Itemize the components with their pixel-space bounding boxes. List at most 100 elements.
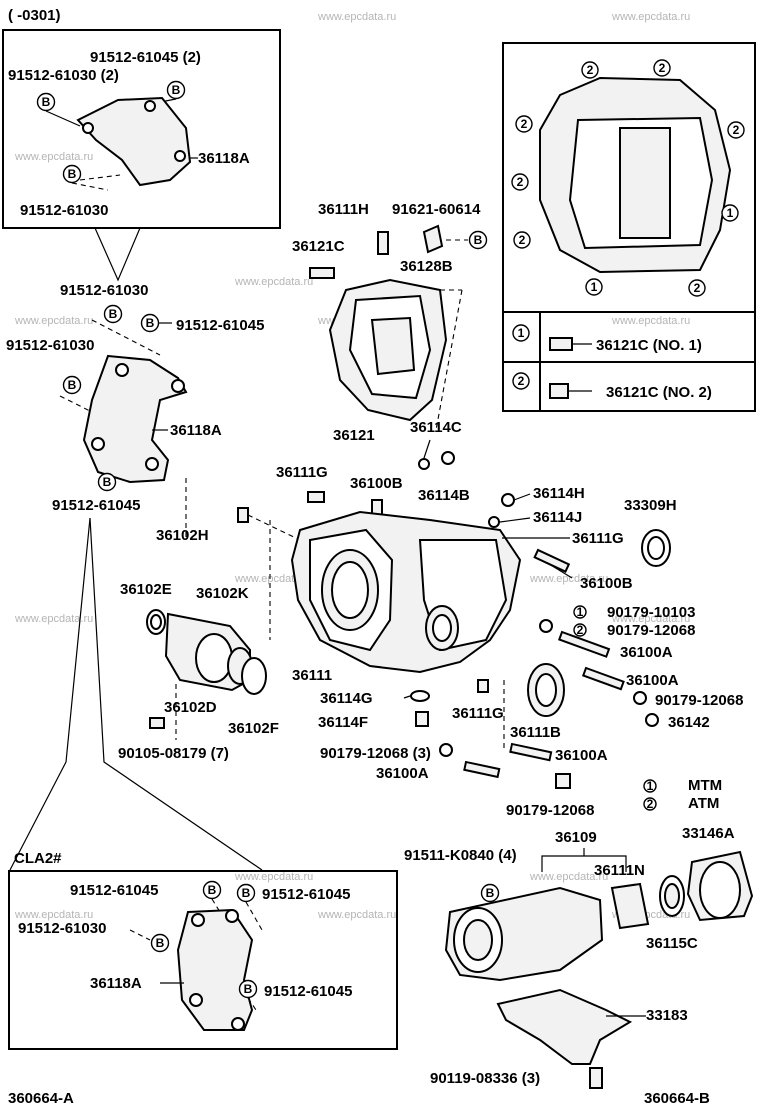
label-91512-61045: 91512-61045 [264, 983, 352, 1000]
svg-text:B: B [208, 883, 217, 897]
label-36100b: 36100B [350, 475, 403, 492]
svg-text:2: 2 [659, 61, 666, 75]
svg-text:B: B [156, 936, 165, 950]
note-mark-1: 1 [573, 605, 587, 619]
label-36142: 36142 [668, 714, 710, 731]
label-36102h: 36102H [156, 527, 209, 544]
inset-cla2-title: CLA2# [14, 850, 62, 867]
label-36121c-no1: 36121C (NO. 1) [596, 337, 702, 354]
svg-text:1: 1 [647, 779, 654, 793]
watermark: www.epcdata.ru [14, 909, 93, 921]
watermark: www.epcdata.ru [14, 613, 93, 625]
watermark: www.epcdata.ru [14, 151, 93, 163]
label-91512-61030: 91512-61030 [60, 282, 148, 299]
bracket-36118a-main-drawing [82, 354, 188, 484]
bracket-cla2-drawing [176, 908, 254, 1031]
label-33309h: 33309H [624, 497, 677, 514]
cover-bolt-mark: 2 [513, 231, 531, 249]
note-mtm: MTM [688, 777, 722, 794]
label-36114g: 36114G [320, 690, 373, 707]
watermark: www.epcdata.ru [611, 315, 690, 327]
label-91512-61045: 91512-61045 [70, 882, 158, 899]
footer-right-code: 360664-B [644, 1090, 710, 1107]
legend-row-1: 1 36121C (NO. 1) [512, 324, 702, 354]
marker-b: B [36, 92, 56, 112]
svg-text:1: 1 [577, 605, 584, 619]
label-91512-61045: 91512-61045 [52, 497, 140, 514]
extension-housing-36121: 36111H 91621-60614 B 36121C 36128B 36121… [292, 201, 488, 470]
svg-text:B: B [68, 167, 77, 181]
svg-text:2: 2 [517, 175, 524, 189]
svg-text:2: 2 [587, 63, 594, 77]
note-mark-2: 2 [573, 623, 587, 637]
label-91512-61045: 91512-61045 [176, 317, 264, 334]
bracket-main: 91512-61030 B B 91512-61045 91512-61030 … [6, 282, 264, 871]
note-mark-2: 2 [643, 797, 657, 811]
label-36100a: 36100A [376, 765, 429, 782]
svg-text:B: B [172, 83, 181, 97]
label-36114b: 36114B [418, 487, 470, 504]
svg-text:1: 1 [591, 280, 598, 294]
watermark: www.epcdata.ru [234, 871, 313, 883]
label-36100a: 36100A [555, 747, 608, 764]
label-90119-08336-3: 90119-08336 (3) [430, 1070, 540, 1087]
svg-text:B: B [103, 475, 112, 489]
watermark: www.epcdata.ru [529, 871, 608, 883]
label-90105-08179-7: 90105-08179 (7) [118, 745, 229, 762]
marker-b: B [62, 164, 82, 184]
cover-bolt-mark: 2 [653, 59, 671, 77]
label-90179-12068-3: 90179-12068 (3) [320, 745, 431, 762]
svg-text:B: B [242, 886, 251, 900]
label-91512-61045-2: 91512-61045 (2) [90, 49, 201, 66]
label-36111n: 36111N [594, 862, 645, 879]
svg-text:B: B [146, 316, 155, 330]
label-36121: 36121 [333, 427, 375, 444]
watermark: www.epcdata.ru [234, 276, 313, 288]
svg-text:2: 2 [694, 281, 701, 295]
marker-b: B [62, 375, 82, 395]
label-90179-12068: 90179-12068 [655, 692, 743, 709]
marker-b: B [238, 979, 258, 999]
svg-text:2: 2 [647, 797, 654, 811]
marker-b: B [202, 880, 222, 900]
label-90179-12068: 90179-12068 [607, 622, 695, 639]
label-90179-12068: 90179-12068 [506, 802, 594, 819]
cover-bolt-mark: 2 [688, 279, 706, 297]
note-atm: ATM [688, 795, 719, 812]
svg-text:B: B [474, 233, 483, 247]
extension-housing-36109: 36109 91511-K0840 (4) B 36111N 33146A 36… [404, 825, 754, 1089]
label-36102f: 36102F [228, 720, 279, 737]
inset-cover: 2 2 2 2 2 1 2 1 2 1 36121C (NO. 1) 2 361… [502, 42, 756, 412]
watermark: www.epcdata.ru [317, 909, 396, 921]
label-36115c: 36115C [646, 935, 698, 952]
label-91512-61045: 91512-61045 [262, 886, 350, 903]
svg-text:1: 1 [727, 206, 734, 220]
label-36100b: 36100B [580, 575, 633, 592]
svg-text:2: 2 [519, 233, 526, 247]
label-36114c: 36114C [410, 419, 462, 436]
marker-b: B [97, 472, 117, 492]
watermark: www.epcdata.ru [317, 11, 396, 23]
label-91511-k0840-4: 91511-K0840 (4) [404, 847, 517, 864]
inset-top-bracket: 91512-61045 (2) 91512-61030 (2) B B 3611… [2, 29, 281, 282]
label-36114f: 36114F [318, 714, 368, 731]
watermark: www.epcdata.ru [529, 573, 608, 585]
label-91512-61030: 91512-61030 [6, 337, 94, 354]
label-36102k: 36102K [196, 585, 249, 602]
label-33146a: 33146A [682, 825, 735, 842]
svg-text:1: 1 [518, 326, 525, 340]
label-36118a: 36118A [90, 975, 142, 992]
label-36111b: 36111B [510, 724, 561, 741]
cover-bolt-mark: 2 [581, 61, 599, 79]
label-36114h: 36114H [533, 485, 585, 502]
marker-b: B [103, 304, 123, 324]
label-33183: 33183 [646, 1007, 688, 1024]
label-36118a-main: 36118A [170, 422, 222, 439]
label-36114j: 36114J [533, 509, 582, 526]
svg-text:B: B [68, 378, 77, 392]
marker-b: B [140, 313, 160, 333]
svg-text:2: 2 [518, 374, 525, 388]
watermark: www.epcdata.ru [611, 613, 690, 625]
marker-b: B [480, 883, 500, 903]
